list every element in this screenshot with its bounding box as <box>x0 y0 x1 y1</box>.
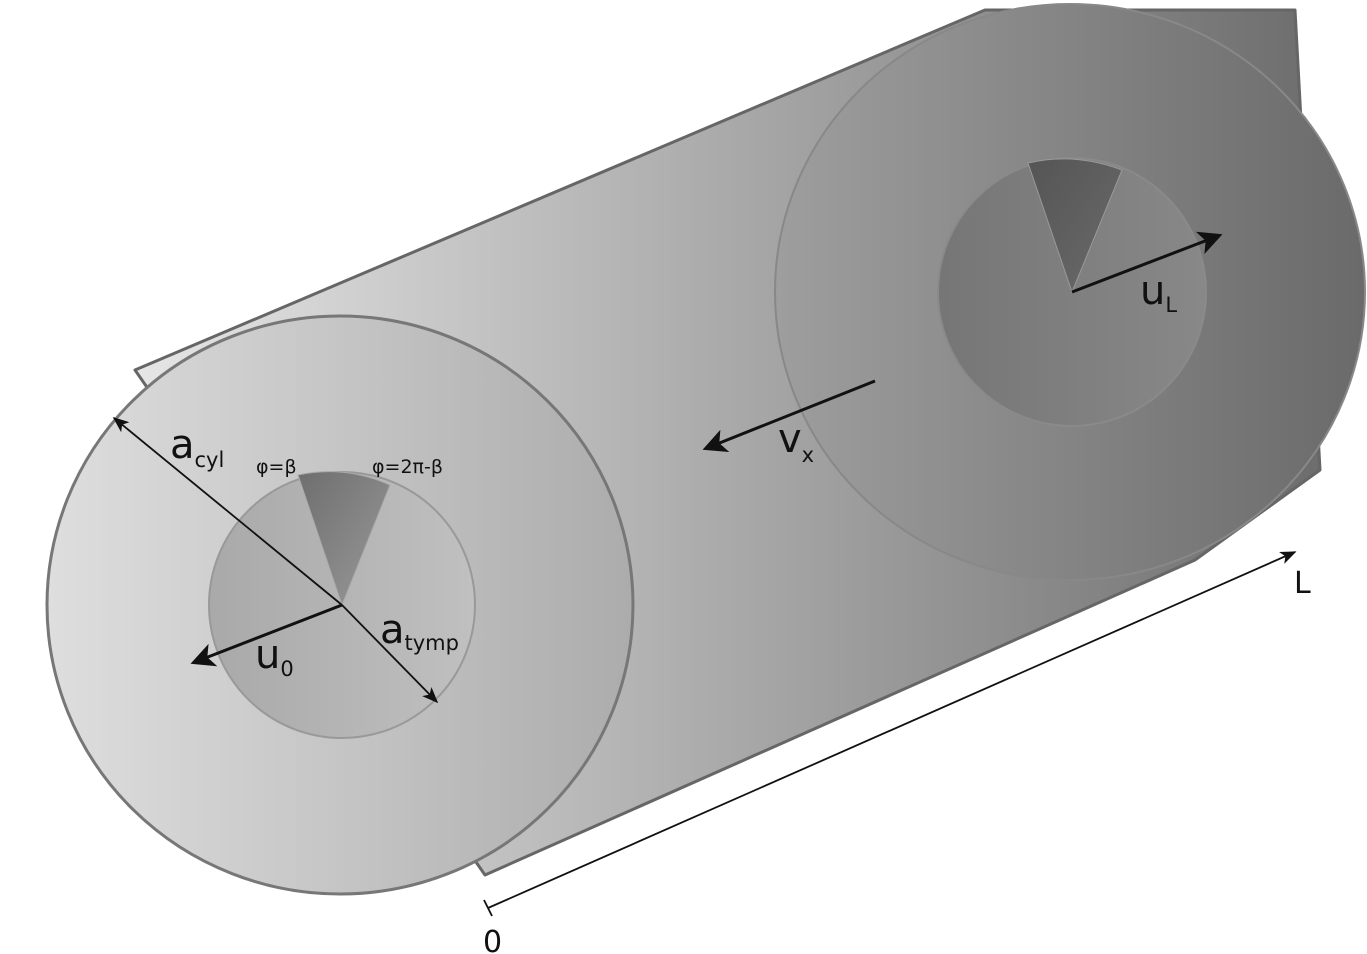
label-axis-start: 0 <box>483 925 502 954</box>
label-axis-end: L <box>1294 566 1311 601</box>
label-u0: u0 <box>255 632 294 681</box>
uL-arrow <box>1071 231 1223 294</box>
label-uL: uL <box>1140 268 1177 317</box>
a-cyl-arrow <box>112 416 343 606</box>
label-a-cyl: acyl <box>170 422 224 472</box>
label-phi-2pi-beta: φ=2π-β <box>372 456 443 478</box>
u0-arrow <box>190 603 343 667</box>
label-a-tymp: atymp <box>380 607 459 655</box>
label-vx: vx <box>778 416 814 467</box>
back-sector <box>1027 158 1123 294</box>
a-tymp-arrow <box>341 604 439 704</box>
label-phi-beta: φ=β <box>256 456 297 478</box>
front-sector <box>297 471 391 607</box>
back-end-disc <box>774 3 1366 581</box>
vx-arrow <box>702 379 876 453</box>
length-axis <box>487 551 1297 909</box>
length-axis-tick <box>483 899 493 917</box>
